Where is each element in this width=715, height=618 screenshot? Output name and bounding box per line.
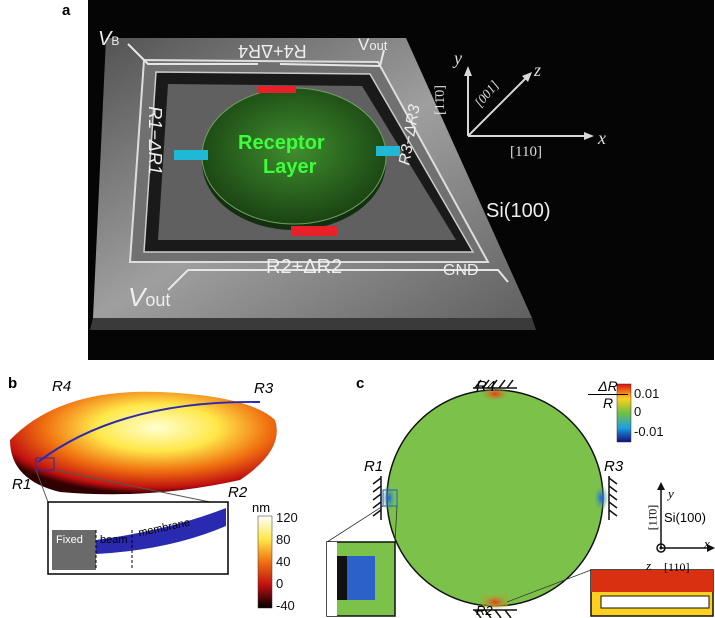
receptor-text-2: Layer (263, 156, 317, 178)
dir-label-110: [110] (510, 144, 542, 160)
wire-bottom-left (167, 269, 189, 291)
panel-b-deflection-plot (10, 391, 277, 609)
membrane-deflection-surface (10, 391, 277, 495)
piezo-r1 (174, 150, 208, 160)
panel-a-letter: a (62, 2, 71, 19)
membrane-edge-curve (37, 400, 261, 463)
label-vout-bottom: Vout (128, 282, 171, 312)
c-label-r4: R4 (476, 378, 496, 395)
colorbar-c (616, 383, 632, 443)
label-r2: R2+ΔR2 (266, 256, 343, 278)
b-label-r4: R4 (52, 378, 72, 395)
colorbar-b (257, 515, 273, 609)
axis-triad (467, 72, 588, 137)
c-label-r1: R1 (364, 458, 384, 475)
label-r1: R1−ΔR1 (144, 106, 165, 175)
c-substrate: Si(100) (664, 510, 706, 525)
colorbar-b-tick-120: 120 (276, 510, 298, 525)
colorbar-c-tick-neg: -0.01 (634, 424, 664, 439)
b-label-r3: R3 (254, 380, 274, 397)
colorbar-b-tick-80: 80 (276, 532, 291, 547)
zoom-box-bottom (482, 595, 508, 607)
panel-a-device-render: VB R4+ΔR4 Vout R1−ΔR1 R3−ΔR3 Receptor La… (88, 0, 714, 360)
membrane-circle (386, 389, 604, 607)
coldspot-left (381, 484, 397, 512)
piezo-r4 (258, 86, 296, 93)
c-dir-110bar: [11̄0] (645, 504, 660, 531)
inset-membrane-band (96, 508, 226, 554)
panel-c-resistance-map (326, 379, 715, 618)
panel-b-letter: b (8, 375, 18, 392)
inset-fixed-region (52, 530, 96, 570)
label-vb: VB (98, 28, 120, 50)
inset-label-beam: beam (100, 534, 128, 546)
coldspot-right (593, 484, 609, 512)
c-label-r2: R2 (476, 603, 493, 618)
zoom-box (35, 457, 55, 471)
colorbar-b-tick-neg40: -40 (276, 598, 295, 613)
inset-label-fixed: Fixed (56, 534, 83, 546)
c-axis-z: z (646, 558, 652, 573)
c-axis-y: y (668, 486, 674, 501)
c-axis-x: x (704, 536, 710, 551)
hotspot-top (479, 386, 511, 402)
colorbar-b-tick-40: 40 (276, 554, 291, 569)
receptor-text-1: Receptor (238, 132, 325, 154)
label-gnd: GND (443, 262, 479, 279)
axis-label-y: y (454, 48, 462, 68)
colorbar-c-tick-zero: 0 (634, 404, 642, 419)
c-label-r3: R3 (604, 458, 624, 475)
colorbar-c-tick-pos: 0.01 (634, 386, 660, 401)
label-substrate: Si(100) (486, 200, 551, 222)
anchor-bottom (473, 609, 517, 618)
c-dir-110: [110] (664, 560, 690, 574)
piezo-r2 (291, 226, 337, 236)
anchor-right (608, 476, 618, 520)
zoom-box-left (382, 489, 398, 507)
colorbar-c-title: ΔR R (588, 378, 628, 411)
device-illustration (90, 38, 594, 330)
wire-top-right (279, 49, 385, 68)
label-r4: R4+ΔR4 (238, 41, 307, 61)
piezo-r3 (376, 146, 400, 156)
anchor-left (372, 476, 382, 520)
b-label-r2: R2 (228, 484, 248, 501)
colorbar-b-unit: nm (252, 500, 271, 515)
wire-top-left (127, 43, 258, 65)
axis-triad-c (656, 488, 713, 553)
dir-label-110bar: [11̄0] (432, 85, 448, 115)
b-label-r1: R1 (12, 476, 32, 493)
panel-c-letter: c (356, 375, 365, 392)
anchor-top (473, 379, 517, 389)
axis-label-z: z (534, 60, 542, 80)
axis-label-x: x (598, 128, 606, 148)
label-vout-top: Vout (358, 35, 388, 54)
colorbar-b-tick-0: 0 (276, 576, 284, 591)
wire-bottom (188, 269, 509, 283)
